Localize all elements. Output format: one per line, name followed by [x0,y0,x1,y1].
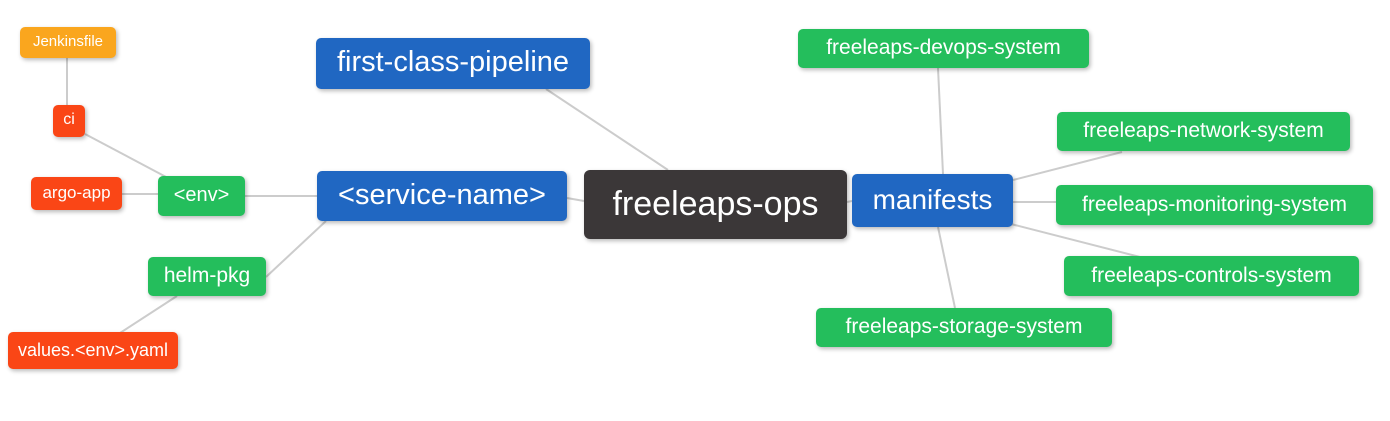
node-env[interactable]: <env> [158,176,245,216]
node-values-env-yaml[interactable]: values.<env>.yaml [8,332,178,369]
edge-manifests-controls [1010,223,1141,258]
edge-ci-env [84,133,169,179]
edge-pipeline-root [545,88,669,171]
node-freeleaps-monitoring-system[interactable]: freeleaps-monitoring-system [1056,185,1373,225]
edge-manifests-network [1012,151,1123,181]
edge-service-name-root [566,197,585,202]
node-helm-pkg[interactable]: helm-pkg [148,257,266,296]
node-freeleaps-controls-system[interactable]: freeleaps-controls-system [1064,256,1359,296]
edge-manifests-storage [937,226,956,309]
node-manifests[interactable]: manifests [852,174,1013,227]
edge-manifests-devops [937,67,944,175]
node-first-class-pipeline[interactable]: first-class-pipeline [316,38,590,89]
node-argo-app[interactable]: argo-app [31,177,122,210]
node-freeleaps-ops[interactable]: freeleaps-ops [584,170,847,239]
edge-helm-pkg-values-yaml [119,295,178,334]
node-freeleaps-devops-system[interactable]: freeleaps-devops-system [798,29,1089,68]
node-freeleaps-network-system[interactable]: freeleaps-network-system [1057,112,1350,151]
edge-service-name-helm-pkg [265,220,327,278]
node-freeleaps-storage-system[interactable]: freeleaps-storage-system [816,308,1112,347]
edge-root-manifests [846,200,853,203]
node-service-name[interactable]: <service-name> [317,171,567,221]
node-ci[interactable]: ci [53,105,85,137]
node-jenkinsfile[interactable]: Jenkinsfile [20,27,116,58]
